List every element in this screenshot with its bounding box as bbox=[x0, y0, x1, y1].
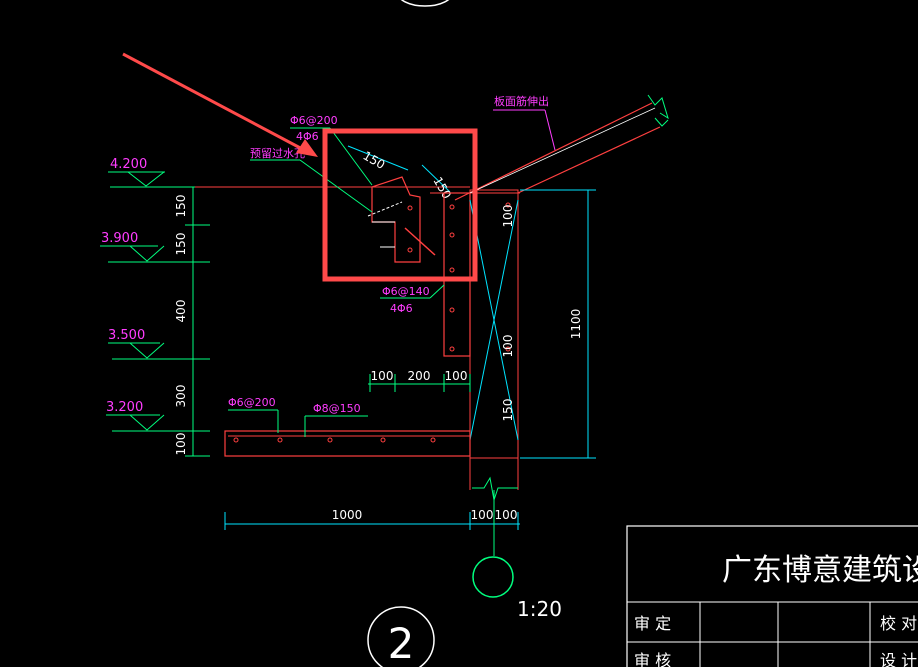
left-dimension-chain: 150 150 400 300 100 bbox=[174, 186, 210, 457]
title-block-cell: 设 计 bbox=[880, 651, 917, 667]
dimension-label: 100 bbox=[174, 433, 188, 456]
top-circle bbox=[400, 0, 450, 7]
rebar-label-gutter-bottom: 4Φ6 bbox=[296, 130, 319, 143]
dimension-label: 150 bbox=[174, 195, 188, 218]
elevation-label: 3.200 bbox=[106, 400, 143, 415]
floor-slab bbox=[224, 380, 471, 457]
dimension-label: 150 bbox=[501, 399, 515, 422]
leader-line bbox=[429, 284, 445, 299]
elevation-marker-3500: 3.500 bbox=[108, 328, 190, 360]
scale-label: 1:20 bbox=[517, 597, 562, 621]
detail-bubble bbox=[367, 606, 435, 667]
roof-slab bbox=[454, 94, 669, 201]
elevation-marker-3200: 3.200 bbox=[106, 400, 190, 432]
axis-bubble bbox=[472, 556, 514, 598]
dimension-label: 150 bbox=[430, 175, 454, 202]
bottom-dimension-chain: 1000 100 100 bbox=[224, 508, 520, 530]
dimension-label: 200 bbox=[408, 369, 431, 383]
rebar-dots bbox=[407, 202, 511, 352]
rebar-label-wall-bottom: 4Φ6 bbox=[390, 302, 413, 315]
leader-line bbox=[329, 127, 373, 186]
dimension-label: 100 bbox=[501, 205, 515, 228]
leader-line bbox=[544, 109, 556, 151]
title-block-cell: 校 对 bbox=[880, 614, 917, 633]
dimension-label: 150 bbox=[361, 148, 388, 172]
dimension-label: 100 bbox=[371, 369, 394, 383]
note-roof-bars: 板面筋伸出 bbox=[494, 94, 549, 108]
elevation-label: 3.500 bbox=[108, 328, 145, 343]
right-dimension: 1100 bbox=[520, 189, 596, 459]
dimension-label: 1000 bbox=[332, 508, 363, 522]
leader-line bbox=[299, 159, 373, 213]
title-block-cell: 审 定 bbox=[634, 614, 671, 633]
dimension-label: 300 bbox=[174, 385, 188, 408]
elevation-label: 4.200 bbox=[110, 157, 147, 172]
dimension-label: 100 bbox=[445, 369, 468, 383]
rebar-label-wall: Φ6@140 bbox=[382, 285, 430, 298]
elevation-label: 3.900 bbox=[101, 231, 138, 246]
rebar-label-slab-right: Φ8@150 bbox=[313, 402, 361, 415]
dimension-label: 400 bbox=[174, 300, 188, 323]
elevation-marker-3900: 3.900 bbox=[100, 231, 190, 263]
mid-dimension-chain: 100 200 100 bbox=[368, 369, 471, 392]
dimension-label: 150 bbox=[174, 233, 188, 256]
rebar-label-slab-left: Φ6@200 bbox=[228, 396, 276, 409]
rebar-label-gutter: Φ6@200 bbox=[290, 114, 338, 127]
title-block: 广东博意建筑设计院 审 定 校 对 审 核 设 计 bbox=[626, 525, 918, 667]
detail-number: 2 bbox=[388, 619, 415, 667]
note-drain-hole: 预留过水孔 bbox=[250, 147, 305, 160]
company-name: 广东博意建筑设计院 bbox=[722, 553, 918, 588]
dimension-label: 100 bbox=[495, 508, 518, 522]
highlight-box bbox=[322, 128, 478, 282]
elevation-marker-4200: 4.200 bbox=[108, 157, 190, 188]
title-block-cell: 审 核 bbox=[634, 651, 671, 667]
dimension-label: 100 bbox=[471, 508, 494, 522]
dimension-label: 100 bbox=[501, 335, 515, 358]
dimension-label: 1100 bbox=[569, 309, 583, 340]
callout-arrow bbox=[122, 52, 318, 157]
parapet-wall bbox=[430, 189, 520, 501]
gutter-section bbox=[367, 176, 436, 263]
